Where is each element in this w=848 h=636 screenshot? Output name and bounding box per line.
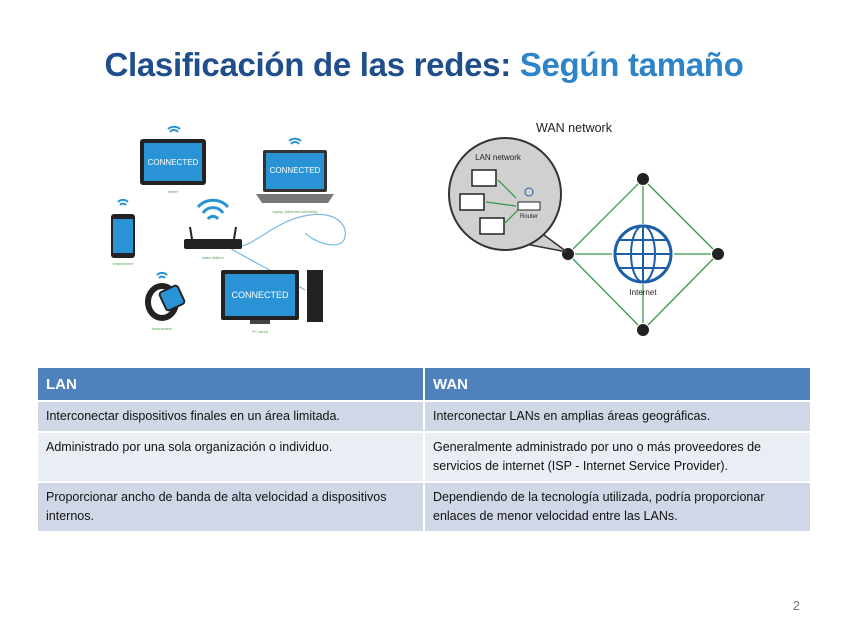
table-cell: Proporcionar ancho de banda de alta velo… (38, 483, 423, 531)
wifi-icon (117, 198, 129, 206)
lan-illustration: CONNECTED tablet CONNECTED laptop (ether… (100, 115, 360, 340)
table-cell: Interconectar dispositivos finales en un… (38, 402, 423, 431)
wan-node-right (712, 248, 724, 260)
table-row: Proporcionar ancho de banda de alta velo… (38, 483, 810, 531)
header-lan: LAN (38, 368, 423, 400)
pc-screen-text: CONNECTED (231, 290, 289, 300)
laptop-screen-text: CONNECTED (270, 166, 321, 175)
pc-device: CONNECTED PC wired (221, 270, 323, 334)
lan-network-label: LAN network (475, 153, 522, 162)
smartwatch-label: smartwatch (152, 326, 172, 331)
wan-node-bottom (637, 324, 649, 336)
wifi-icon (288, 137, 302, 145)
router-label: Router (520, 214, 538, 220)
table-cell: Dependiendo de la tecnología utilizada, … (425, 483, 810, 531)
table-header-row: LAN WAN (38, 368, 810, 400)
wan-node-top (637, 173, 649, 185)
title-main: Clasificación de las redes: (104, 46, 520, 83)
wifi-icon (156, 271, 168, 279)
pc-label: PC wired (252, 329, 268, 334)
wan-illustration: WAN network Internet (440, 112, 740, 344)
table-cell: Generalmente administrado por uno o más … (425, 433, 810, 481)
router-label: base station (202, 255, 224, 260)
header-wan: WAN (425, 368, 810, 400)
slide-title: Clasificación de las redes: Según tamaño (0, 46, 848, 84)
tablet-device: CONNECTED tablet (140, 125, 206, 194)
table-cell: Administrado por una sola organización o… (38, 433, 423, 481)
wifi-icon (196, 198, 230, 221)
laptop-label: laptop (ethernet wireless) (273, 209, 319, 214)
wan-title: WAN network (536, 121, 613, 135)
table-row: Administrado por una sola organización o… (38, 433, 810, 481)
wifi-icon (167, 125, 181, 133)
internet-globe-icon (613, 224, 673, 284)
table-row: Interconectar dispositivos finales en un… (38, 402, 810, 431)
lan-bubble: LAN network Router (448, 137, 568, 253)
smartphone-label: smartphone (112, 261, 134, 266)
page-number: 2 (792, 598, 800, 613)
table-cell: Interconectar LANs en amplias áreas geog… (425, 402, 810, 431)
tablet-label: tablet (168, 189, 179, 194)
comparison-table: LAN WAN Interconectar dispositivos final… (36, 366, 812, 533)
smartwatch-device: smartwatch (145, 271, 186, 331)
internet-label: Internet (629, 288, 657, 297)
title-highlight: Según tamaño (519, 46, 744, 83)
laptop-device: CONNECTED laptop (ethernet wireless) (256, 137, 334, 214)
tablet-screen-text: CONNECTED (148, 158, 199, 167)
smartphone-device: smartphone (111, 198, 135, 266)
router-device: base station (184, 198, 242, 260)
wan-links (572, 183, 714, 326)
